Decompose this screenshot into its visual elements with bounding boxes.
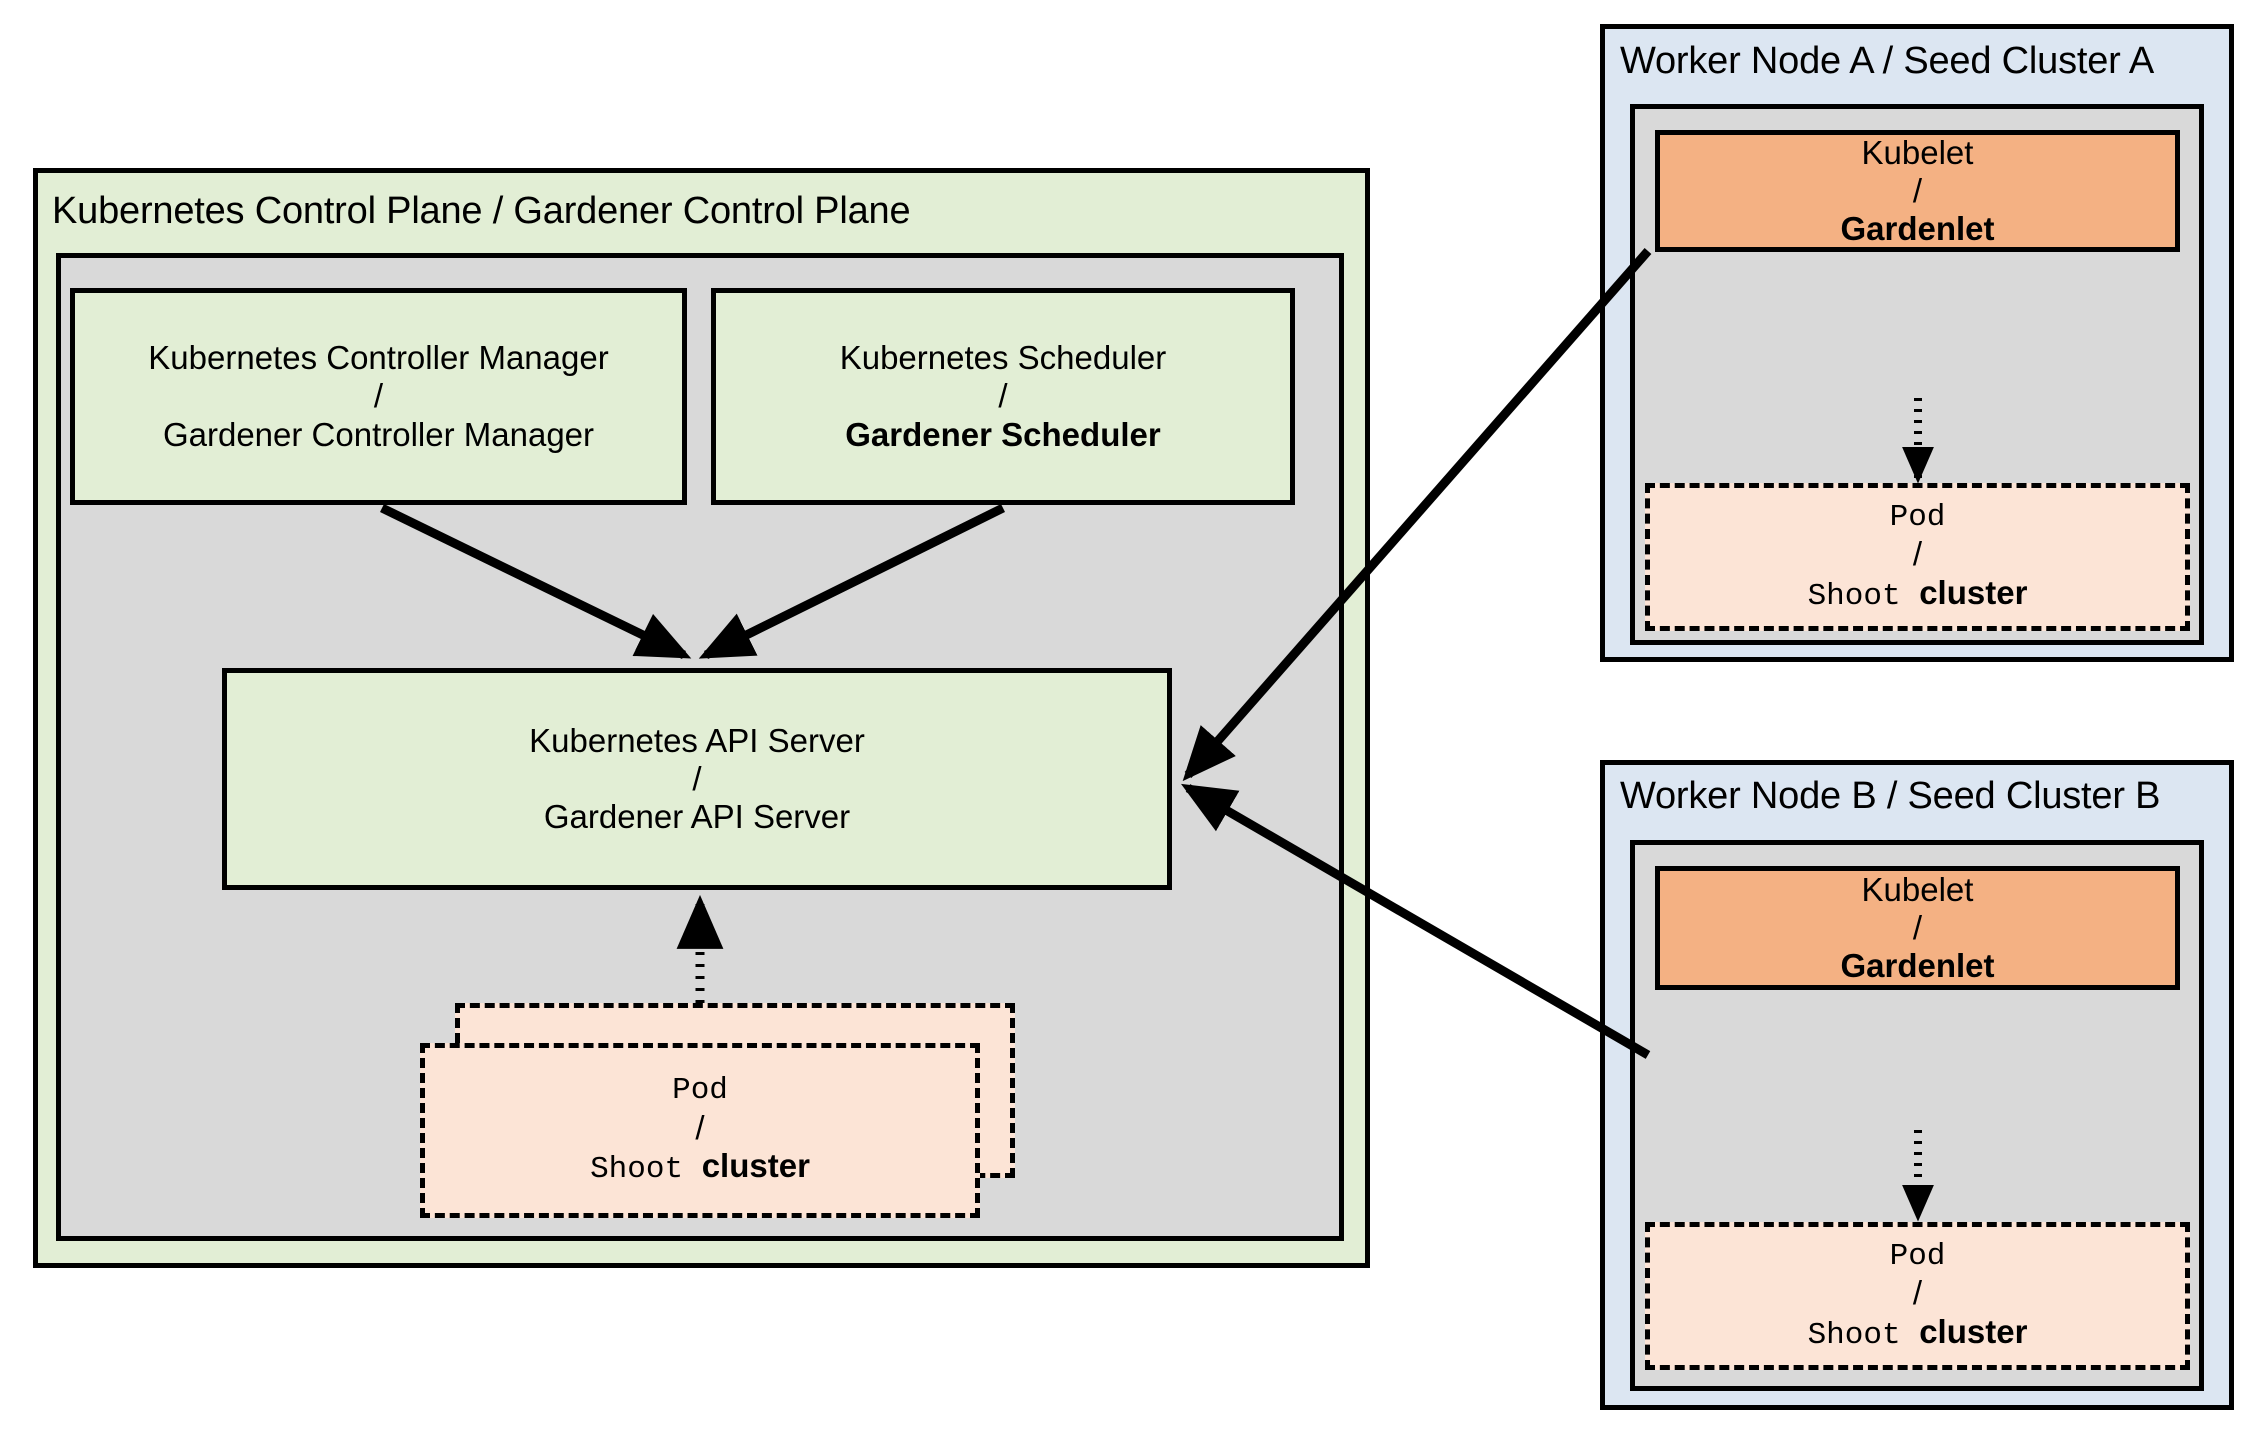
seed-a-kubelet-top-label: Kubelet — [1861, 133, 1974, 171]
controller-manager-bottom-label: Gardener Controller Manager — [162, 415, 595, 453]
seed-a-pod-separator: / — [1912, 535, 1923, 573]
control-plane-pod-card[interactable]: Pod / Shoot cluster — [420, 1043, 980, 1218]
seed-a-kubelet-separator: / — [1912, 171, 1923, 209]
seed-b-pod-separator: / — [1912, 1274, 1923, 1312]
scheduler-separator: / — [998, 377, 1008, 415]
seed-b-pod-bottom-bold: cluster — [1919, 1312, 2028, 1350]
control-plane-pod-separator: / — [695, 1108, 705, 1146]
seed-a-kubelet-bottom-label: Gardenlet — [1840, 210, 1995, 248]
seed-a-pod-bottom-bold: cluster — [1919, 573, 2028, 611]
control-plane-pod-bottom-bold: cluster — [701, 1147, 810, 1185]
control-plane-pod-top-label: Pod — [672, 1073, 728, 1109]
seed-a-pod-top-label: Pod — [1889, 499, 1946, 535]
scheduler-card[interactable]: Kubernetes Scheduler / Gardener Schedule… — [711, 288, 1295, 505]
seed-b-pod-bottom-label: Shoot cluster — [1808, 1312, 2028, 1355]
control-plane-title: Kubernetes Control Plane / Gardener Cont… — [52, 190, 911, 232]
control-plane-pod-bottom-mono: Shoot — [590, 1152, 684, 1188]
controller-manager-card[interactable]: Kubernetes Controller Manager / Gardener… — [70, 288, 687, 505]
api-server-card[interactable]: Kubernetes API Server / Gardener API Ser… — [222, 668, 1172, 890]
seed-a-pod-bottom-mono: Shoot — [1807, 578, 1901, 614]
scheduler-bottom-label: Gardener Scheduler — [845, 415, 1161, 453]
seed-b-pod-top-label: Pod — [1889, 1238, 1946, 1274]
seed-b-pod-bottom-mono: Shoot — [1807, 1317, 1901, 1353]
seed-b-kubelet-top-label: Kubelet — [1861, 870, 1974, 908]
scheduler-top-label: Kubernetes Scheduler — [839, 339, 1167, 377]
seed-a-kubelet-card[interactable]: Kubelet / Gardenlet — [1655, 130, 2180, 252]
seed-b-pod-card[interactable]: Pod / Shoot cluster — [1645, 1222, 2190, 1370]
controller-manager-separator: / — [373, 377, 384, 415]
controller-manager-top-label: Kubernetes Controller Manager — [148, 339, 609, 377]
seed-cluster-a-title: Worker Node A / Seed Cluster A — [1620, 40, 2155, 82]
seed-b-kubelet-separator: / — [1912, 908, 1923, 946]
seed-a-pod-bottom-label: Shoot cluster — [1808, 573, 2028, 616]
api-server-top-label: Kubernetes API Server — [529, 721, 865, 759]
seed-b-kubelet-card[interactable]: Kubelet / Gardenlet — [1655, 866, 2180, 990]
seed-cluster-b-title: Worker Node B / Seed Cluster B — [1620, 775, 2161, 817]
seed-a-pod-card[interactable]: Pod / Shoot cluster — [1645, 483, 2190, 631]
control-plane-pod-bottom-label: Shoot cluster — [590, 1146, 810, 1189]
seed-b-kubelet-bottom-label: Gardenlet — [1840, 947, 1995, 985]
api-server-separator: / — [692, 759, 702, 797]
api-server-bottom-label: Gardener API Server — [543, 798, 851, 836]
